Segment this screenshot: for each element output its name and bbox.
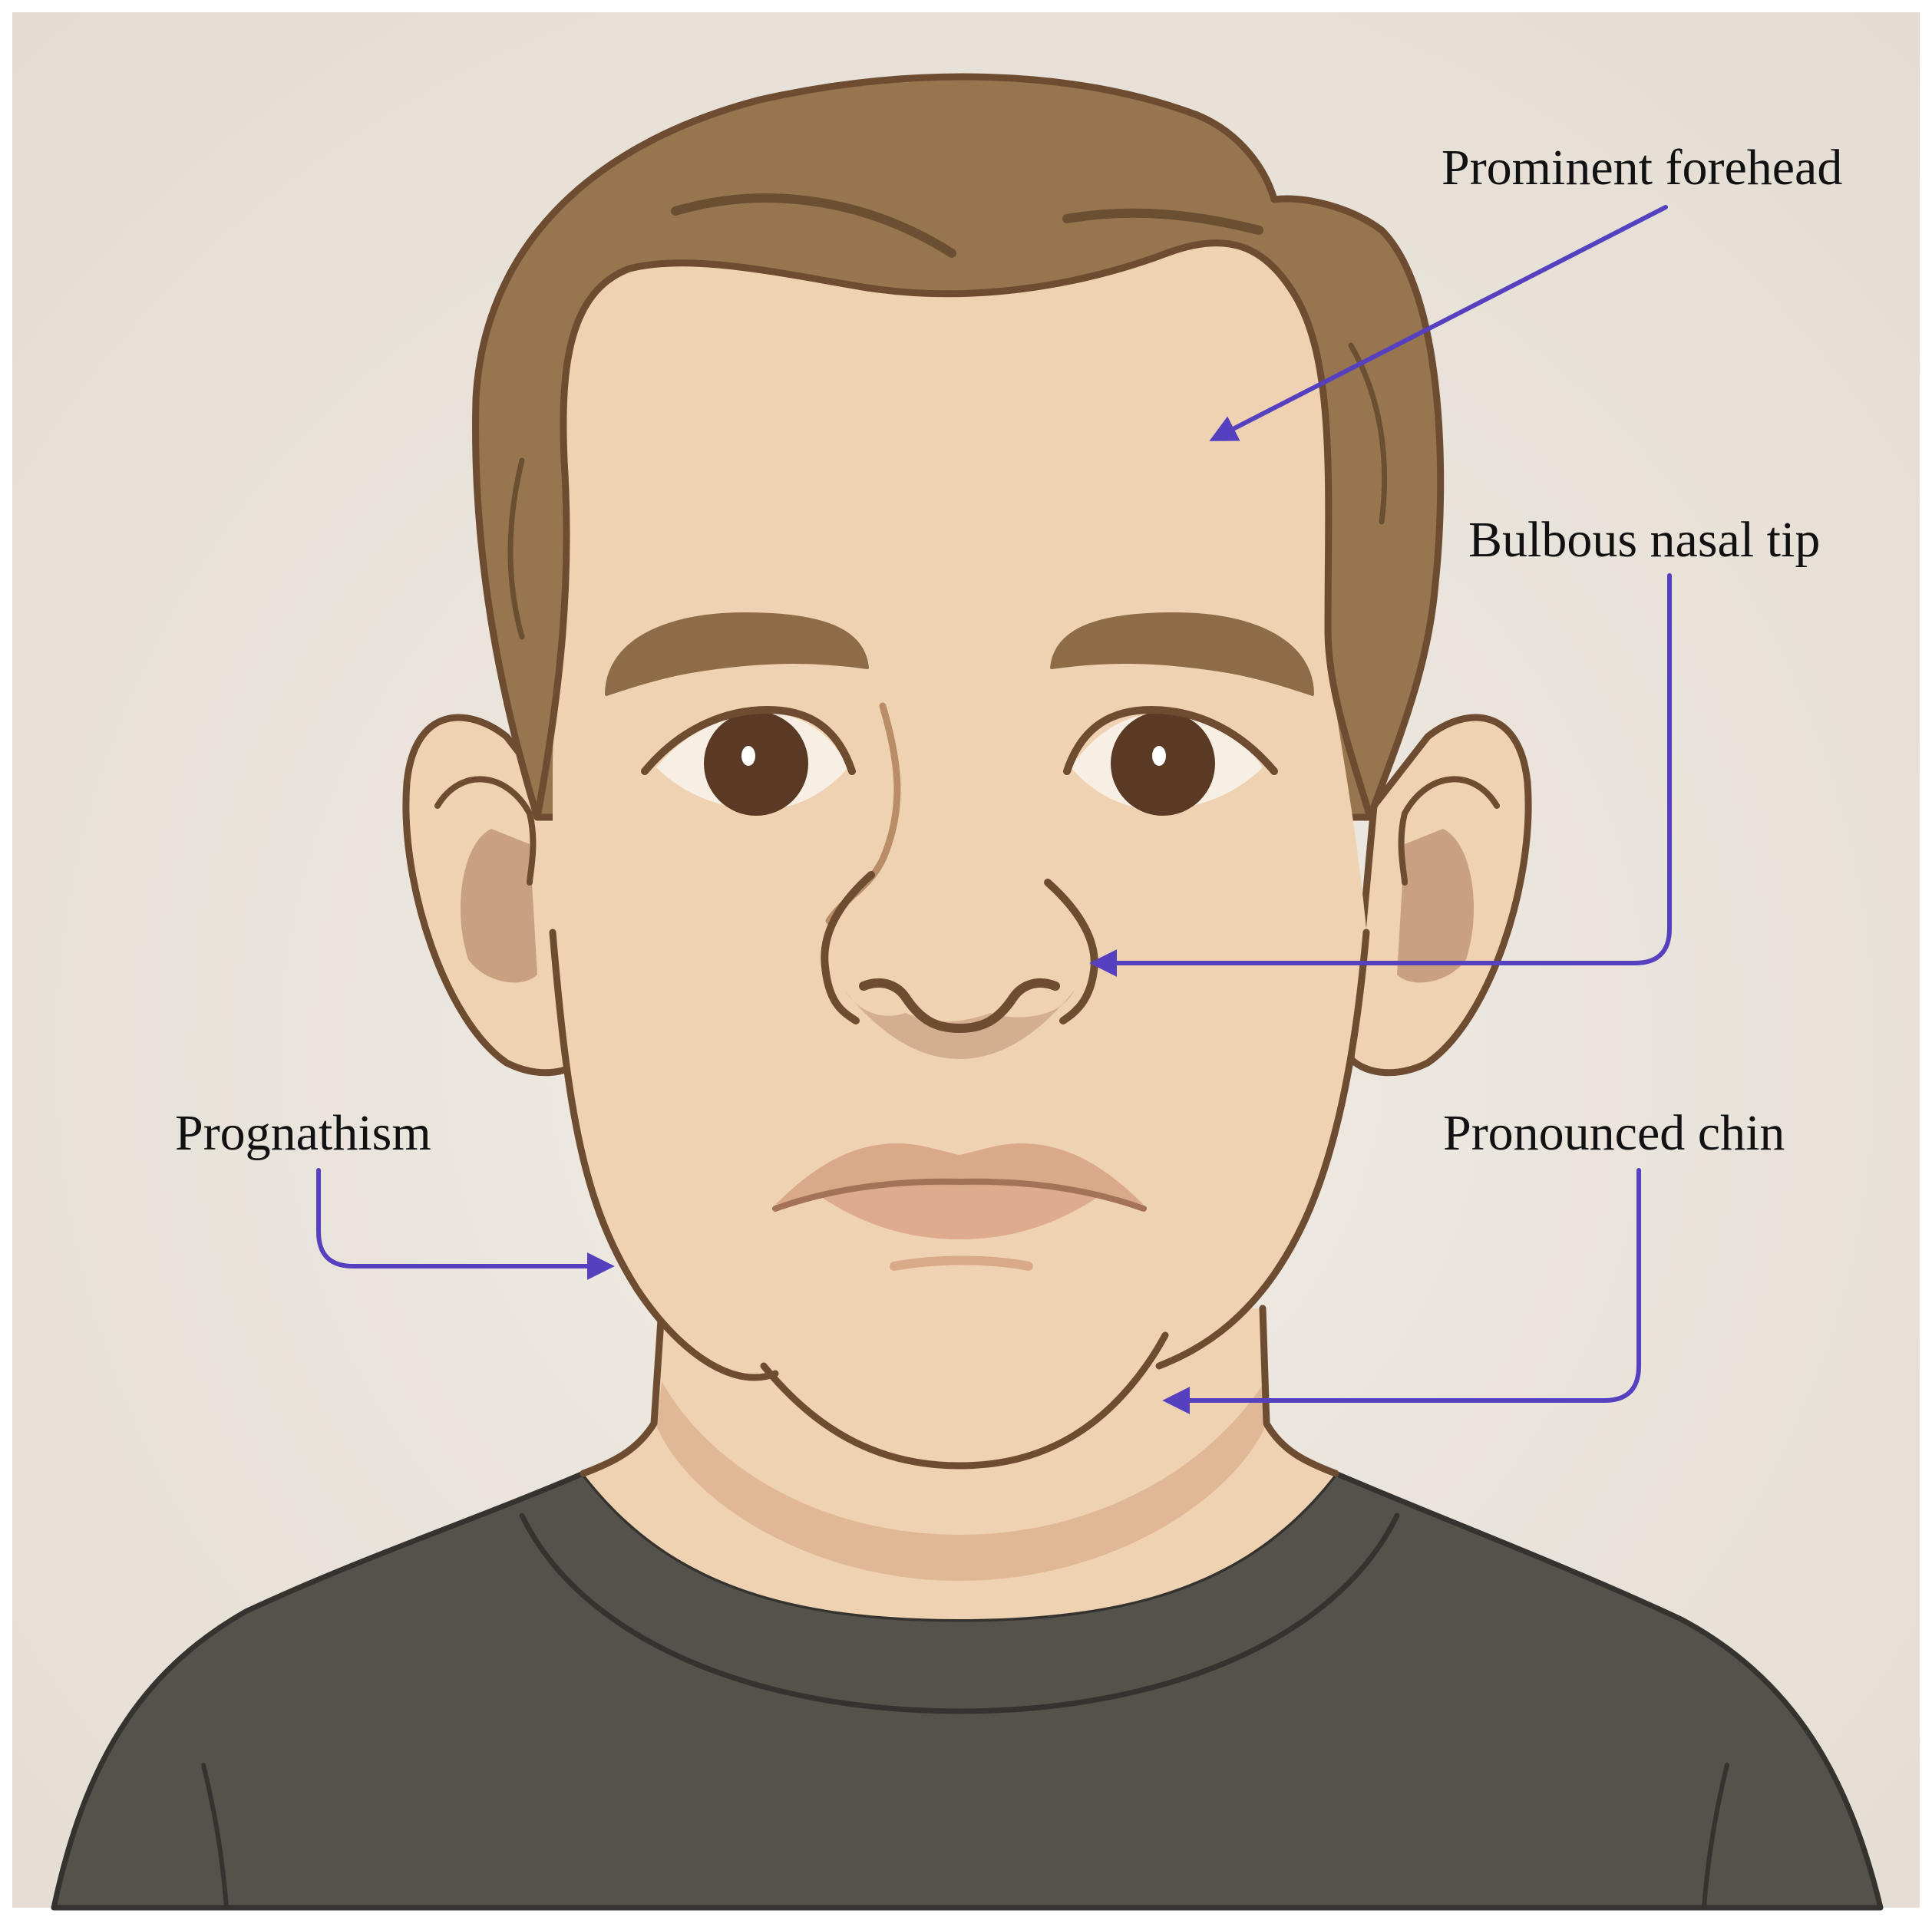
right-eye bbox=[1063, 705, 1278, 816]
chin-arrow bbox=[1162, 1168, 1641, 1414]
label-pronounced-chin: Pronounced chin bbox=[1443, 1105, 1785, 1161]
face bbox=[533, 239, 1374, 1470]
label-prominent-forehead: Prominent forehead bbox=[1442, 140, 1842, 196]
nasal-tip-arrow bbox=[1089, 573, 1672, 977]
label-prognathism: Prognathism bbox=[175, 1105, 431, 1161]
left-eye bbox=[641, 705, 856, 816]
mouth bbox=[772, 1143, 1147, 1271]
forehead-arrow bbox=[1209, 205, 1668, 441]
label-bulbous-nasal-tip: Bulbous nasal tip bbox=[1468, 512, 1820, 568]
annotation-arrows bbox=[316, 205, 1672, 1414]
left-eyebrow bbox=[605, 612, 869, 696]
right-eyebrow bbox=[1050, 612, 1314, 696]
right-ear bbox=[1347, 714, 1532, 1077]
prognathism-arrow bbox=[316, 1168, 615, 1280]
